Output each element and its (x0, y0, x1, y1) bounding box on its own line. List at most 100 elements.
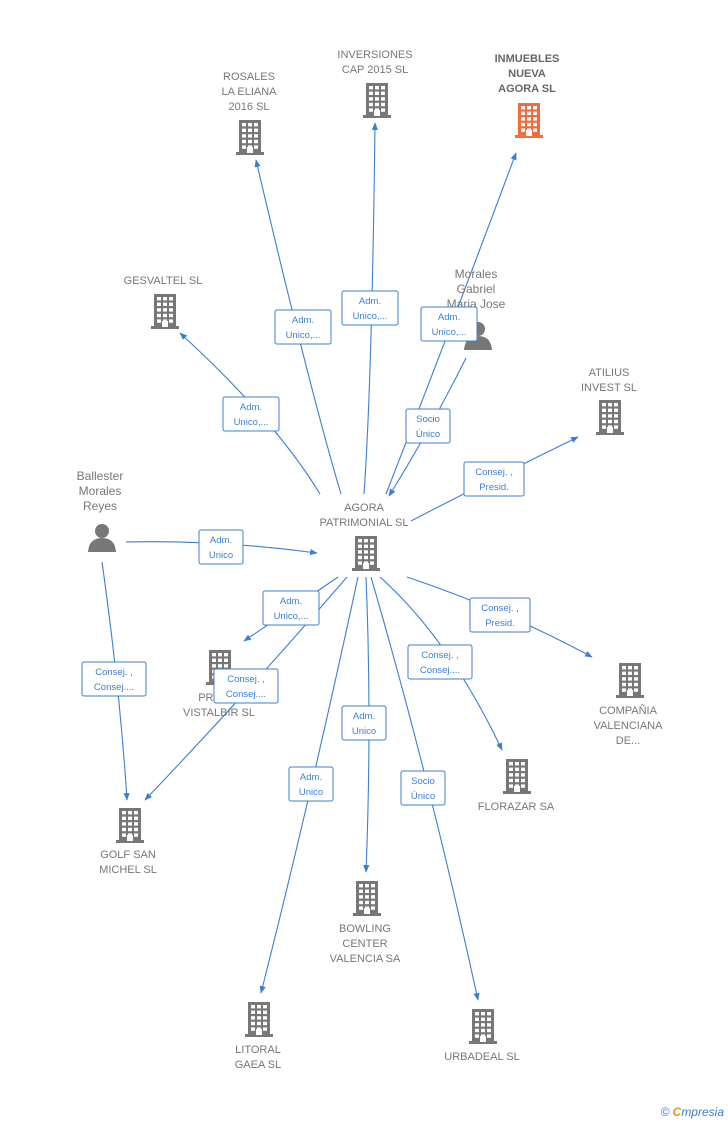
building-icon (245, 1002, 273, 1037)
building-icon (151, 294, 179, 329)
node-atilius[interactable]: ATILIUS INVEST SL (581, 367, 637, 435)
edge-label-text: Consej.... (94, 682, 134, 693)
node-label: ATILIUS (589, 367, 630, 379)
node-compania[interactable]: COMPAÑIA VALENCIANA DE... (594, 663, 664, 747)
node-inmuebles[interactable]: INMUEBLES NUEVA AGORA SL (495, 53, 560, 138)
node-label: Reyes (83, 499, 117, 513)
node-gesvaltel[interactable]: GESVALTEL SL (124, 275, 203, 329)
footer-brand[interactable]: ©Cmpresia (661, 1105, 724, 1119)
node-label: AGORA (344, 502, 384, 514)
edge-label-text: Adm. (353, 711, 375, 722)
node-label: DE... (616, 735, 640, 747)
brand-rest: mpresia (681, 1105, 724, 1119)
edge-label-agora-inversiones[interactable]: Adm. Unico,... (341, 290, 399, 326)
node-label: FLORAZAR SA (478, 801, 555, 813)
edges-layer (101, 122, 593, 1001)
copyright-symbol: © (660, 1105, 670, 1119)
node-label: Gabriel (457, 282, 496, 296)
node-label: INVEST SL (581, 382, 637, 394)
edge-label-box (288, 766, 334, 802)
node-label: PATRIMONIAL SL (319, 517, 408, 529)
edge-label-agora-atilius[interactable]: Consej. ,Presid. (463, 461, 525, 497)
node-label: CENTER (342, 938, 387, 950)
node-florazar[interactable]: FLORAZAR SA (478, 759, 555, 813)
edge-label-agora-compania[interactable]: Consej. , Presid. (469, 597, 531, 633)
node-label: 2016 SL (229, 101, 270, 113)
edge-label-box (274, 309, 332, 345)
node-agora[interactable]: AGORA PATRIMONIAL SL (319, 502, 409, 571)
node-label: GOLF SAN (100, 849, 156, 861)
building-icon (363, 83, 391, 118)
edge-label-box (405, 408, 451, 444)
node-label: AGORA SL (498, 83, 556, 95)
edge-label-agora-litoral[interactable]: Adm. Unico (288, 766, 334, 802)
node-label: LITORAL (235, 1044, 281, 1056)
edge-label-ballester-agora[interactable]: Adm.Unico (198, 529, 244, 565)
edge-label-box (407, 644, 473, 680)
building-icon (515, 103, 543, 138)
edge-label-box (213, 668, 279, 704)
brand-logo: Cmpresia (673, 1105, 724, 1119)
node-label: URBADEAL SL (444, 1051, 519, 1063)
edge-label-text: Unico,... (286, 330, 321, 341)
edge-label-text: Adm. (240, 402, 262, 413)
edge-label-agora-gesvaltel[interactable]: Adm.Unico,... (222, 396, 280, 432)
edge-label-text: Unico (299, 787, 323, 798)
building-icon (503, 759, 531, 794)
node-golf[interactable]: GOLF SAN MICHEL SL (99, 808, 157, 876)
edge-label-agora-florazar[interactable]: Consej. ,Consej.... (407, 644, 473, 680)
node-inversiones[interactable]: INVERSIONES CAP 2015 SL (337, 49, 413, 118)
edge-agora-inversiones (363, 122, 378, 495)
edge-label-ballester-golf[interactable]: Consej. , Consej.... (81, 661, 147, 697)
node-label: COMPAÑIA (599, 704, 658, 717)
building-icon (236, 120, 264, 155)
node-label: CAP 2015 SL (342, 64, 408, 76)
edge-label-text: Unico,... (274, 611, 309, 622)
node-urbadeal[interactable]: URBADEAL SL (444, 1009, 520, 1063)
node-label: INMUEBLES (495, 53, 560, 65)
edge-label-text: Consej. , (95, 667, 133, 678)
edge-label-box (341, 705, 387, 741)
edge-label-box (222, 396, 280, 432)
brand-initial: C (672, 1105, 682, 1119)
edge-label-text: Consej. , (421, 650, 459, 661)
node-label: Morales (455, 267, 498, 281)
edge-label-box (463, 461, 525, 497)
edge-label-agora-promo[interactable]: Adm.Unico,... (262, 590, 320, 626)
edge-label-agora-inmuebles[interactable]: Adm.Unico,... (420, 306, 478, 342)
building-icon (616, 663, 644, 698)
building-icon (116, 808, 144, 843)
node-label: VALENCIANA (594, 720, 664, 732)
node-label: NUEVA (508, 68, 546, 80)
edge-label-agora-golf[interactable]: Consej. , Consej.... (213, 668, 279, 704)
node-label: INVERSIONES (337, 49, 412, 61)
node-label: Ballester (77, 469, 124, 483)
edge-label-text: Unico (352, 726, 376, 737)
edge-label-text: Consej. , (227, 674, 265, 685)
node-label: MICHEL SL (99, 864, 157, 876)
edge-label-text: Adm. (210, 535, 232, 546)
edge-label-text: Adm. (292, 315, 314, 326)
node-label: BOWLING (339, 923, 391, 935)
edge-label-agora-rosales[interactable]: Adm. Unico,... (274, 309, 332, 345)
edge-label-text: Unico,... (432, 327, 467, 338)
edge-label-text: Adm. (300, 772, 322, 783)
edge-label-text: Presid. (485, 618, 515, 629)
edge-label-text: Único (416, 429, 440, 440)
edge-label-text: Único (411, 791, 435, 802)
edge-label-agora-bowling[interactable]: Adm. Unico (341, 705, 387, 741)
edge-label-text: Adm. (359, 296, 381, 307)
edge-label-text: Unico,... (353, 311, 388, 322)
edge-label-text: Consej. , (481, 603, 519, 614)
edge-label-text: Consej.... (226, 689, 266, 700)
edge-label-box (400, 770, 446, 806)
edge-label-text: Socio (411, 776, 435, 787)
